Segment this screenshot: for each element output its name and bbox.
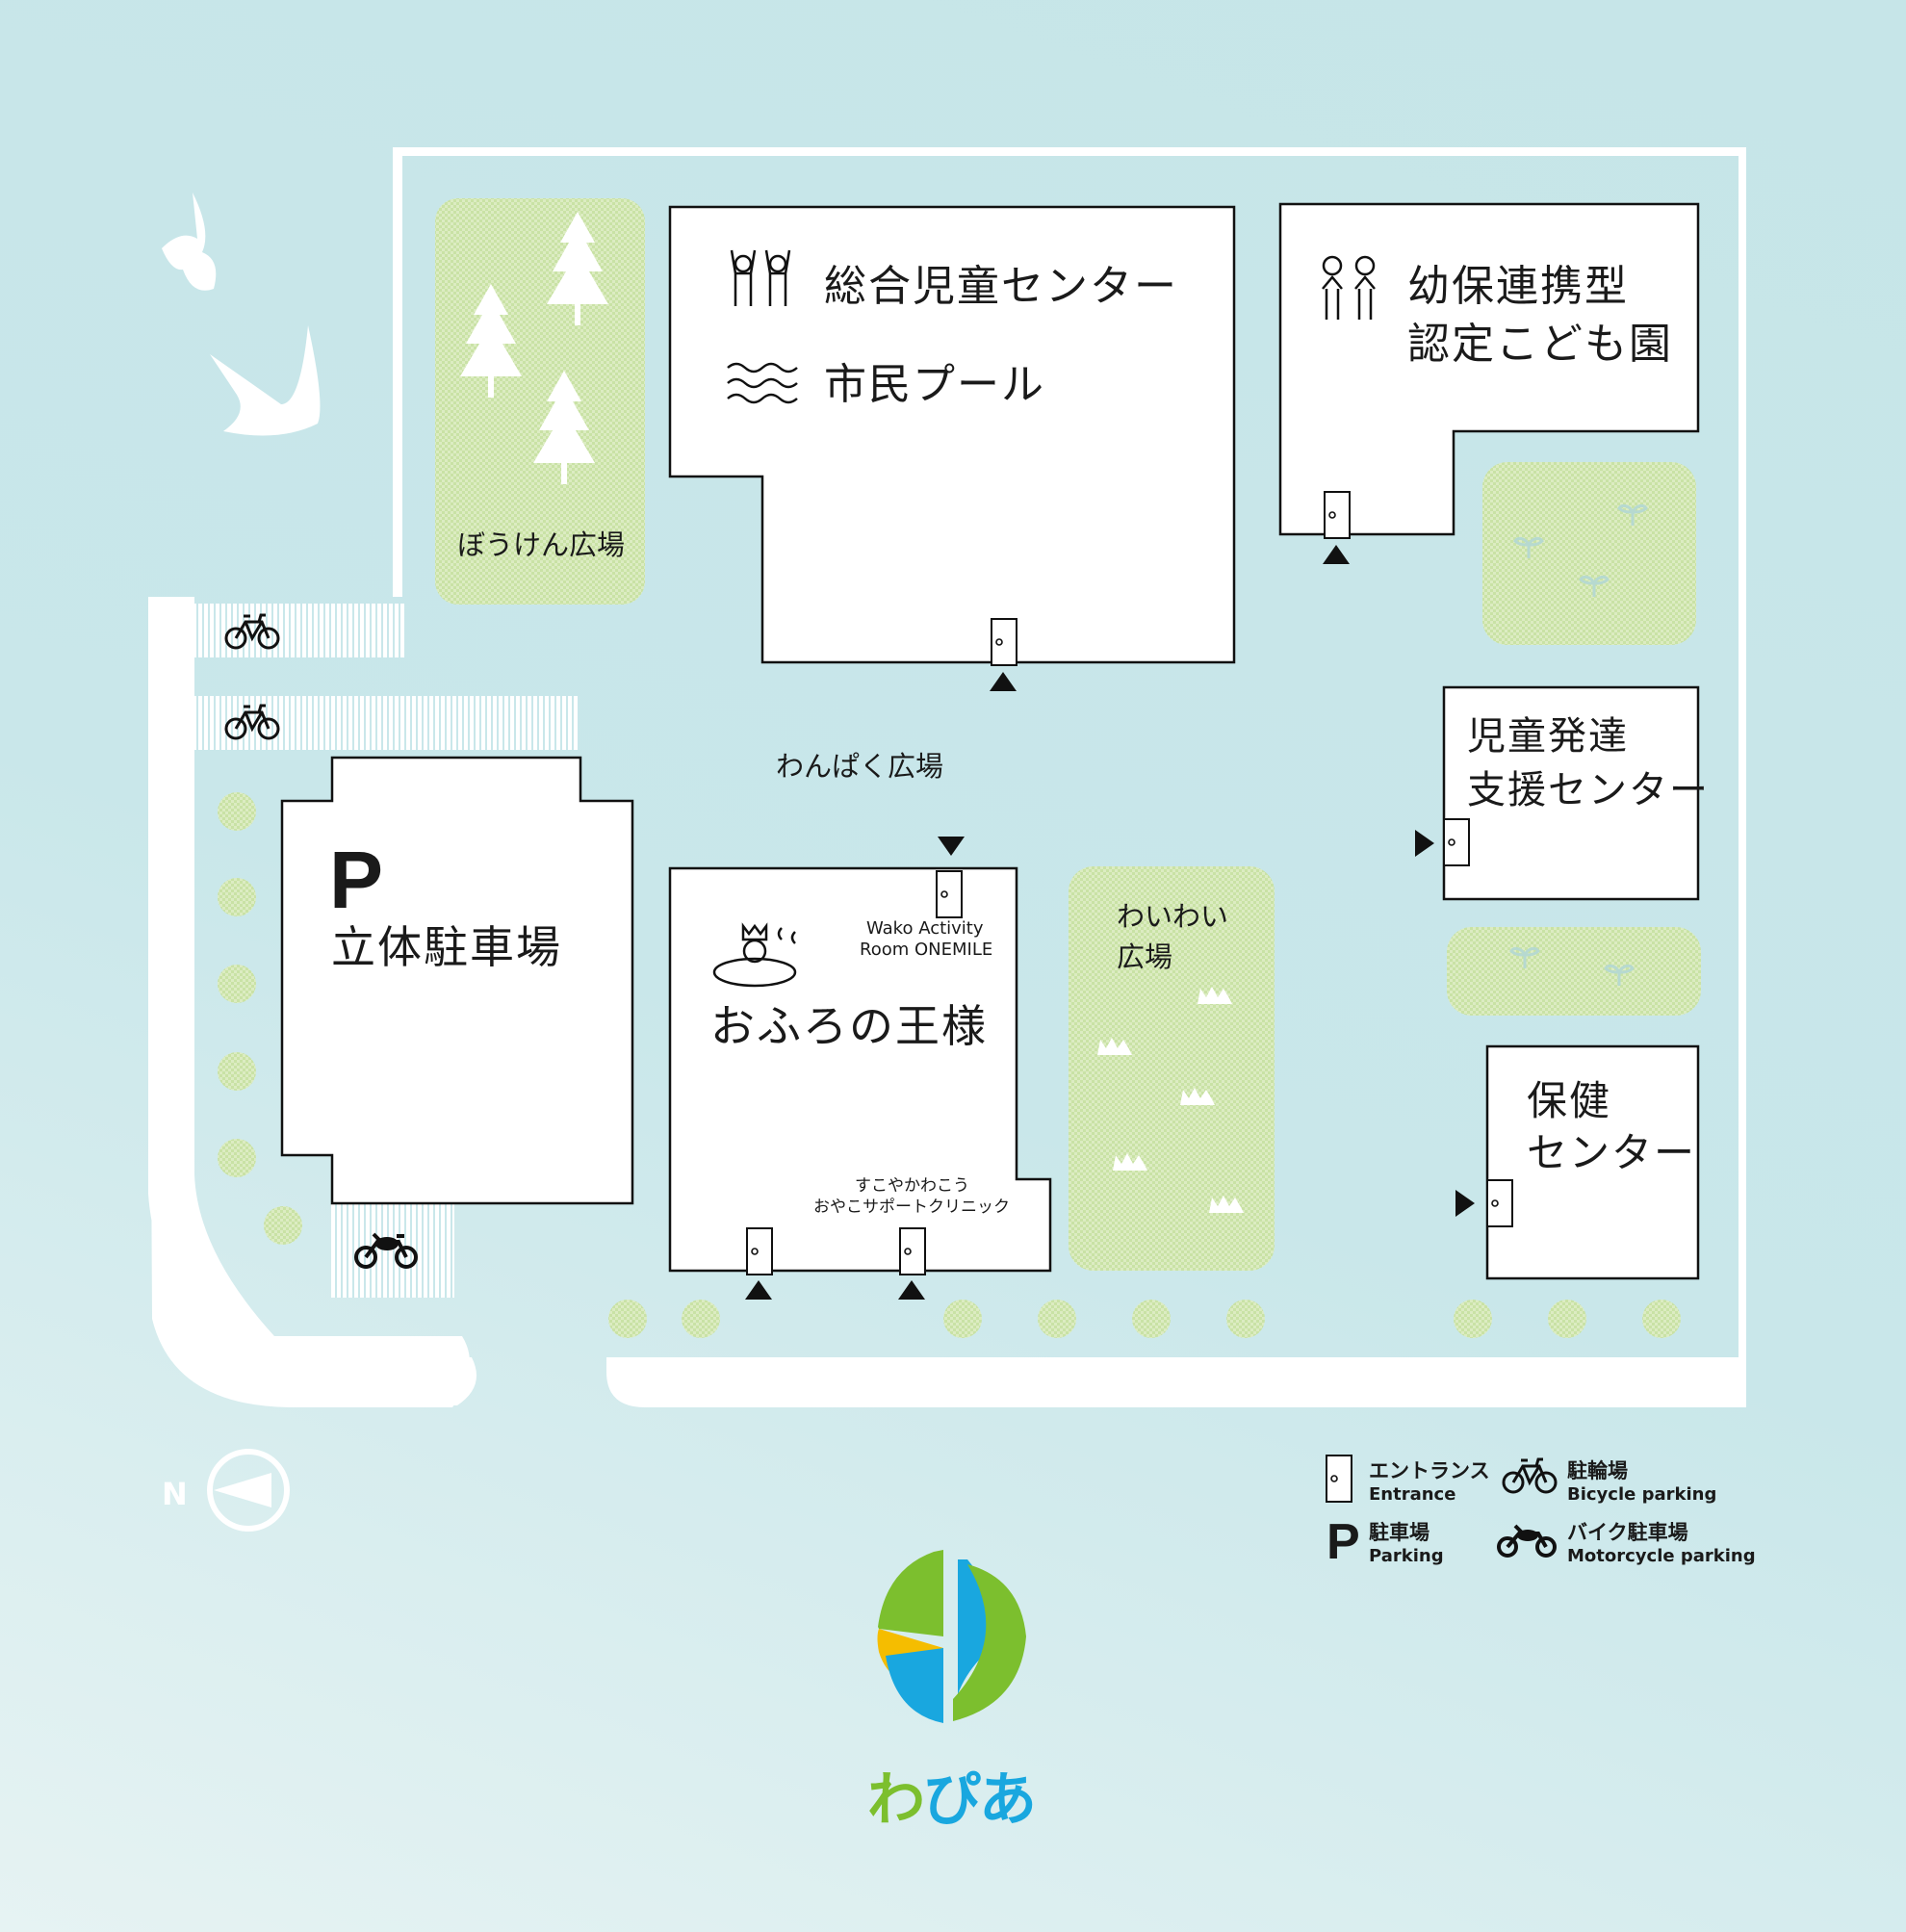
- wanpaku-plaza-label: わんぱく広場: [776, 750, 944, 783]
- entrance-door-icon[interactable]: [1443, 818, 1470, 866]
- legend-motorcycle: バイク駐車場 Motorcycle parking: [1567, 1517, 1756, 1566]
- building-jido-center[interactable]: [668, 205, 1236, 664]
- wapia-logo-text: わぴあ: [855, 1771, 1047, 1829]
- legend-motorcycle-jp: バイク駐車場: [1567, 1521, 1688, 1544]
- legend-parking-en: Parking: [1369, 1546, 1444, 1566]
- legend-bicycle-en: Bicycle parking: [1567, 1484, 1717, 1505]
- waiwai-plaza-label-line2: 広場: [1117, 940, 1173, 973]
- waiwai-plaza-label-line1: わいわい: [1117, 900, 1229, 933]
- kodomoen-label-line1: 幼保連携型: [1407, 262, 1629, 311]
- building-hattatsu-center[interactable]: [1442, 685, 1700, 901]
- kodomoen-label-line2: 認定こども園: [1407, 320, 1673, 369]
- legend-parking: 駐車場 Parking: [1369, 1517, 1444, 1566]
- compass-north-label: N: [162, 1476, 188, 1512]
- building-hoken-center[interactable]: [1485, 1044, 1700, 1280]
- wapia-logo-mark: [877, 1550, 1026, 1723]
- bicycle-parking-strip-1: [194, 604, 404, 657]
- building-parking-garage[interactable]: [280, 756, 634, 1205]
- water-waves-icon: [727, 362, 798, 404]
- brand-char-pi: ぴ: [923, 1766, 981, 1834]
- legend-entrance-jp: エントランス: [1369, 1459, 1490, 1482]
- tree-spots: [218, 792, 1681, 1338]
- entrance-door-icon[interactable]: [991, 618, 1017, 666]
- bouken-plaza-label: ぼうけん広場: [457, 528, 626, 561]
- north-compass-icon: [207, 1449, 290, 1532]
- brand-char-a: あ: [979, 1766, 1037, 1834]
- legend-motorcycle-icon: [1497, 1524, 1557, 1558]
- building-kodomoen[interactable]: [1278, 202, 1700, 536]
- children-icon: [730, 249, 791, 306]
- legend-bicycle-icon: [1502, 1457, 1558, 1494]
- parking-garage-label: 立体駐車場: [331, 921, 562, 973]
- hoken-label-line2: センター: [1527, 1129, 1697, 1176]
- entrance-door-icon[interactable]: [746, 1227, 773, 1275]
- onemile-label-line1: Wako Activity: [866, 918, 984, 939]
- kids-icon: [1322, 255, 1376, 320]
- legend-entrance-en: Entrance: [1369, 1484, 1456, 1505]
- parking-p-symbol: P: [329, 835, 384, 925]
- entrance-door-icon[interactable]: [1324, 491, 1351, 539]
- legend-parking-p-icon: P: [1326, 1514, 1360, 1570]
- legend-entrance: エントランス Entrance: [1369, 1455, 1490, 1505]
- hoken-label-line1: 保健: [1527, 1077, 1612, 1124]
- pool-label: 市民プール: [824, 360, 1045, 409]
- brand-char-wa: わ: [867, 1766, 925, 1834]
- bird-icon: [162, 193, 321, 436]
- entrance-door-icon[interactable]: [936, 870, 963, 918]
- onemile-label-line2: Room ONEMILE: [860, 940, 993, 960]
- legend-bicycle-jp: 駐輪場: [1567, 1459, 1628, 1482]
- legend-bicycle: 駐輪場 Bicycle parking: [1567, 1455, 1716, 1505]
- ofuro-label: おふろの王様: [710, 1000, 988, 1052]
- hattatsu-label-line1: 児童発達: [1467, 714, 1629, 759]
- bicycle-parking-strip-2: [194, 696, 580, 750]
- clinic-label-line2: おやこサポートクリニック: [813, 1198, 1010, 1217]
- entrance-door-icon[interactable]: [899, 1227, 926, 1275]
- entrance-arrows: [745, 545, 1475, 1300]
- legend-parking-jp: 駐車場: [1369, 1521, 1430, 1544]
- entrance-door-icon[interactable]: [1486, 1179, 1513, 1227]
- legend-entrance-icon: [1326, 1455, 1352, 1503]
- garden-area-2: [1447, 927, 1701, 1016]
- jido-center-label: 総合児童センター: [824, 262, 1178, 311]
- garden-area-1: [1482, 462, 1696, 645]
- motorcycle-icon: [354, 1232, 418, 1269]
- road-network: [148, 147, 1746, 1407]
- building-ofuro[interactable]: [668, 866, 1052, 1273]
- legend-motorcycle-en: Motorcycle parking: [1567, 1546, 1756, 1566]
- clinic-label-line1: すこやかわこう: [855, 1176, 969, 1196]
- hot-spring-king-icon: [712, 922, 797, 988]
- hattatsu-label-line2: 支援センター: [1467, 768, 1710, 812]
